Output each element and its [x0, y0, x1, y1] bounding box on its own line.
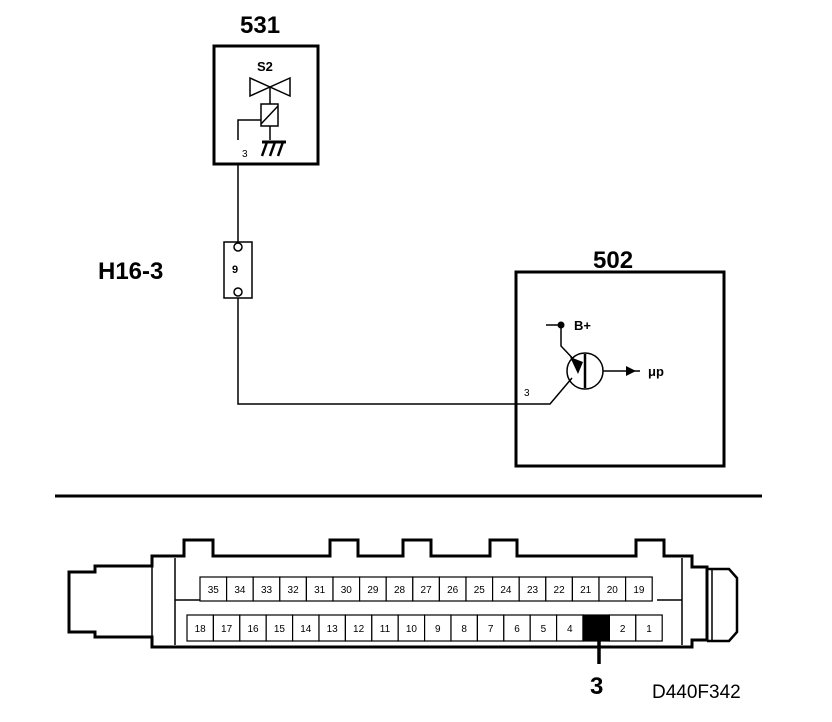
connector-pin-number: 16 [247, 624, 259, 635]
connector-pin: 26 [438, 576, 467, 602]
connector-pin-number: 31 [314, 585, 326, 596]
connector-pin: 28 [385, 576, 414, 602]
connector-pin: 24 [492, 576, 520, 602]
solenoid-valve-icon [237, 76, 291, 140]
connector-pin: 29 [359, 576, 387, 602]
connector-pin: 10 [397, 614, 426, 642]
connector-pin: 18 [186, 614, 214, 642]
connector-pin-number: 15 [274, 624, 286, 635]
control-unit-id-label: 502 [593, 247, 633, 274]
connector-pin: 6 [503, 614, 531, 642]
connector-pin-number: 6 [514, 624, 520, 635]
connector-pin: 35 [199, 576, 228, 602]
connector-pin-highlighted [582, 614, 610, 642]
connector-pin-number: 30 [341, 585, 353, 596]
connector-pin: 12 [344, 614, 373, 642]
connector-pin-number: 19 [633, 585, 645, 596]
connector-pin: 15 [265, 614, 294, 642]
connector-pin: 23 [518, 576, 547, 602]
connector-pin-number: 27 [421, 585, 433, 596]
micro-input-arrow-icon [603, 366, 640, 376]
control-unit-box [514, 270, 726, 468]
connector-pin: 21 [571, 576, 600, 602]
connector-pin-number: 28 [394, 585, 406, 596]
figure-reference: D440F342 [652, 682, 741, 703]
connector-top-row: 35 34 33 32 31 30 29 28 27 26 25 24 23 22 21 20 19 [199, 576, 653, 602]
connector-pin: 4 [555, 614, 584, 642]
wire-segment [237, 298, 573, 405]
connector-pin: 34 [226, 576, 254, 602]
connector-pin-number: 8 [461, 624, 467, 635]
connector-pin-number: 10 [406, 624, 418, 635]
connector-pin-number: 34 [234, 585, 246, 596]
ground-icon [260, 140, 286, 157]
connector-terminal-icon [233, 242, 243, 252]
connector-pin: 16 [239, 614, 267, 642]
connector-pin-number: 11 [380, 624, 391, 635]
connector-pin: 17 [212, 614, 241, 642]
connector-pin-label: 9 [232, 264, 238, 276]
connector-pin: 33 [252, 576, 281, 602]
connector-pin: 1 [635, 614, 663, 642]
connector-pin-number: 20 [607, 585, 619, 596]
connector-pin-number: 18 [195, 624, 207, 635]
connector-pin-number: 23 [527, 585, 539, 596]
connector-pin: 27 [412, 576, 440, 602]
connector-pin-number: 2 [620, 624, 626, 635]
connector-pin: 32 [279, 576, 307, 602]
valve-id-label: 531 [240, 12, 280, 39]
connector-pin: 14 [292, 614, 320, 642]
transistor-icon [566, 352, 604, 390]
connector-pin: 30 [332, 576, 361, 602]
connector-pin: 20 [598, 576, 627, 602]
connector-pin-number: 12 [353, 624, 365, 635]
connector-pin-number: 22 [554, 585, 566, 596]
connector-pin: 31 [305, 576, 334, 602]
connector-pin-number: 4 [567, 624, 573, 635]
connector-pin-number: 21 [580, 585, 592, 596]
connector-pin-number: 25 [474, 585, 486, 596]
callout-label: 3 [590, 673, 603, 700]
connector-pin: 8 [450, 614, 478, 642]
connector-pin: 22 [545, 576, 573, 602]
supply-label: B+ [574, 318, 591, 333]
connector-pin-number: 32 [288, 585, 300, 596]
connector-pin-number: 35 [208, 585, 220, 596]
connector-pin-number: 24 [500, 585, 512, 596]
connector-id-label: H16-3 [98, 258, 163, 285]
connector-pin: 11 [371, 614, 399, 642]
connector-pin: 5 [529, 614, 558, 642]
valve-box [212, 44, 320, 166]
valve-symbol-label: S2 [257, 59, 273, 74]
connector-terminal-icon [233, 287, 243, 297]
connector-bottom-row: 18 17 16 15 14 13 12 11 10 9 8 7 6 5 4 2 1 [186, 614, 663, 642]
control-unit-pin-label: 3 [524, 388, 530, 399]
connector-pin-number: 13 [327, 624, 339, 635]
connector-pin: 25 [465, 576, 494, 602]
connector-pin-number: 5 [541, 624, 547, 635]
connector-pin-number: 26 [447, 585, 459, 596]
connector-pin-number: 17 [221, 624, 233, 635]
connector-pin-number: 33 [261, 585, 273, 596]
connector-pin: 7 [476, 614, 505, 642]
micro-label: μp [648, 364, 664, 379]
connector-pin-number: 7 [488, 624, 494, 635]
connector-pin: 13 [318, 614, 346, 642]
valve-pin-label: 3 [242, 149, 248, 160]
connector-pin-number: 9 [435, 624, 441, 635]
connector-pin: 19 [624, 576, 653, 602]
connector-pin-number: 14 [300, 624, 312, 635]
connector-pin: 9 [424, 614, 452, 642]
connector-pin-number: 1 [646, 624, 652, 635]
connector-pin-number: 29 [367, 585, 379, 596]
connector-pin: 2 [608, 614, 637, 642]
